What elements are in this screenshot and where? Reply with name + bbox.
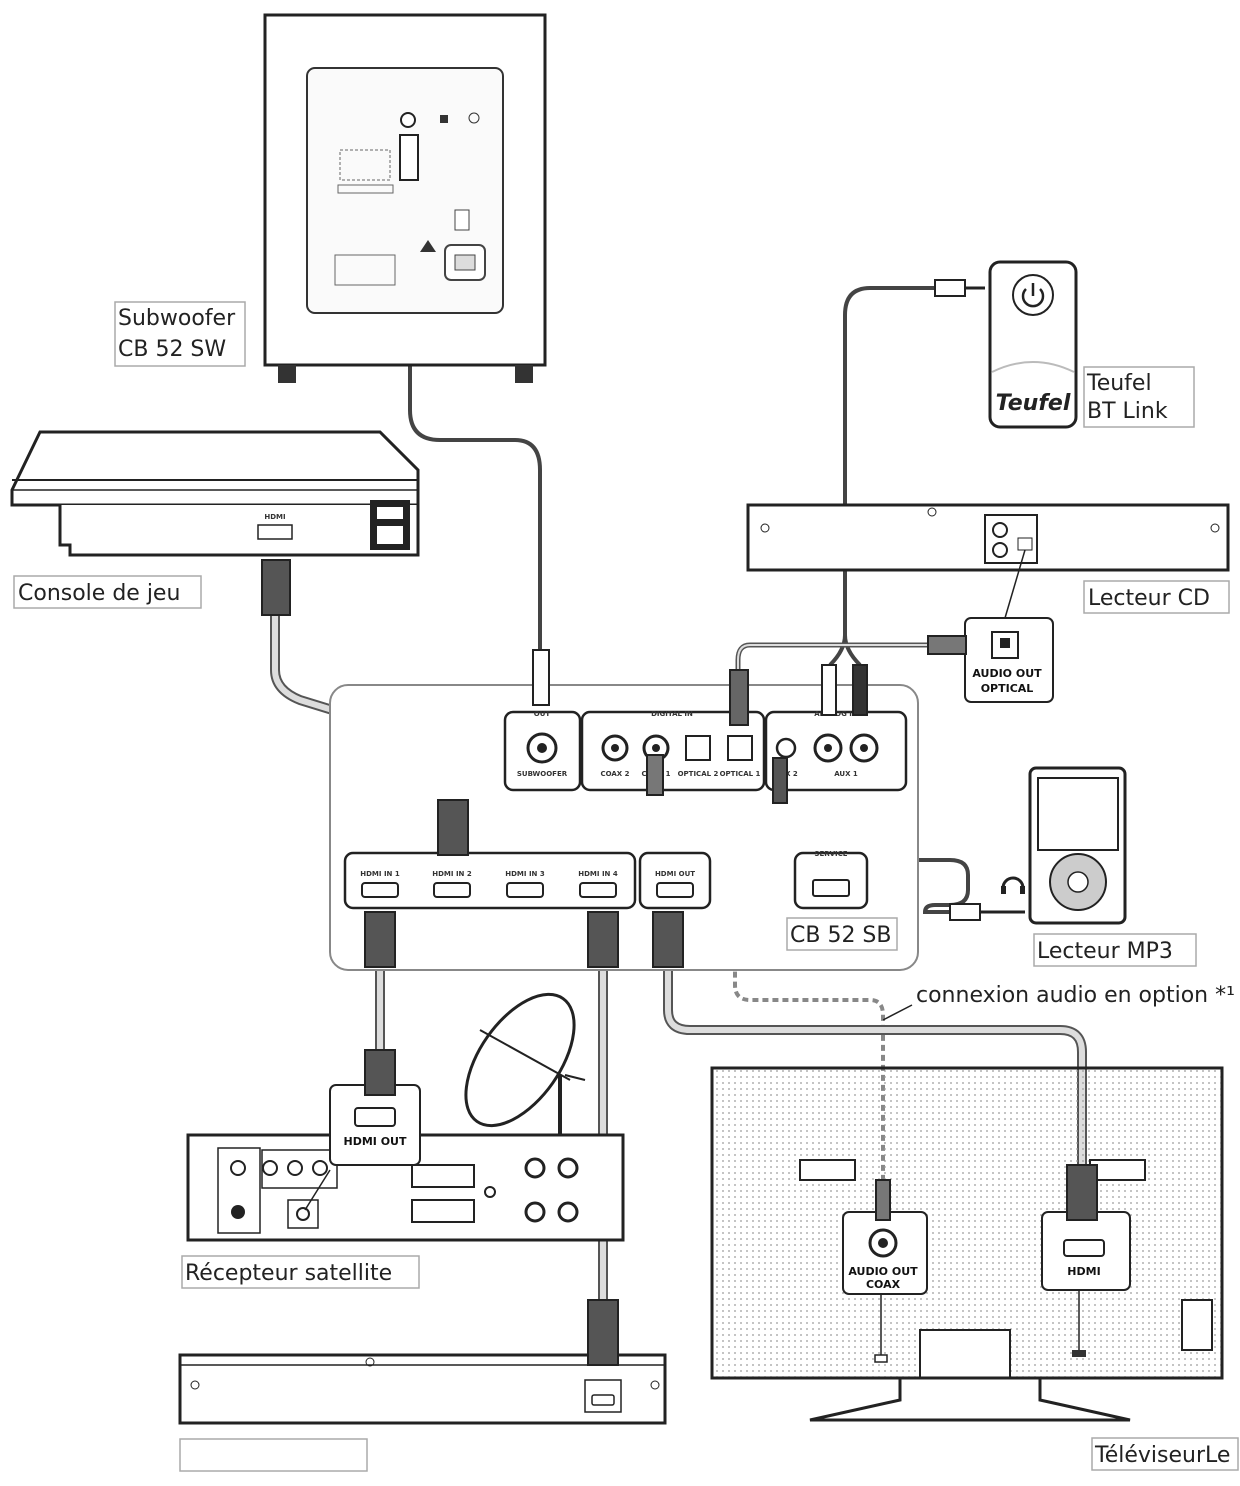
- mp3-jack-plug: [772, 757, 788, 804]
- port-aux1-label: AUX 1: [834, 770, 858, 778]
- tv-hdmi-plug: [1066, 1164, 1098, 1221]
- sat-hdmi-plug-panel: [364, 911, 396, 968]
- optical-callout-line1: AUDIO OUT: [972, 667, 1042, 680]
- port-hdmi-in-1: [361, 882, 399, 898]
- headphones-icon: [1001, 876, 1025, 894]
- tv-hdmi-callout: HDMI: [1041, 1164, 1131, 1291]
- satellite-label-text: Récepteur satellite: [185, 1261, 392, 1286]
- port-coax2-label: COAX 2: [600, 770, 629, 778]
- port-hdmi-in-2-label: HDMI IN 2: [432, 870, 472, 878]
- bluray-player: [178, 1299, 667, 1425]
- group-out-label: OUT: [534, 710, 551, 718]
- soundbar-label-text: CB 52 SB: [790, 923, 892, 948]
- subwoofer: [263, 13, 547, 383]
- soundbar-label: CB 52 SB: [786, 917, 898, 951]
- aux-plug-white: [821, 664, 837, 716]
- tv-hdmi-callout-text: HDMI: [1067, 1265, 1100, 1278]
- port-hdmi-in-3-label: HDMI IN 3: [505, 870, 545, 878]
- port-optical1: [727, 735, 753, 761]
- subwoofer-label-line1: Subwoofer: [118, 306, 236, 331]
- coax-plug: [646, 754, 664, 796]
- soundbar-panel: OUT SUBWOOFER DIGITAL IN COAX 2 COAX 1 O…: [329, 649, 919, 971]
- port-hdmi-in-2: [433, 882, 471, 898]
- bt-link-jack: [934, 279, 966, 297]
- optical-callout: AUDIO OUT OPTICAL: [927, 617, 1054, 703]
- mp3-label: Lecteur MP3: [1033, 933, 1197, 967]
- port-hdmi-in-4-label: HDMI IN 4: [578, 870, 618, 878]
- bt-link: Teufel: [934, 260, 1078, 429]
- television: [710, 1066, 1224, 1422]
- port-hdmi-in-4: [579, 882, 617, 898]
- optional-note: connexion audio en option *¹: [882, 983, 1235, 1021]
- subwoofer-plug: [532, 649, 550, 706]
- console-label-text: Console de jeu: [18, 581, 180, 606]
- optical-callout-line2: OPTICAL: [981, 682, 1034, 695]
- console-hdmi-plug: [261, 559, 291, 616]
- aux-plug-red: [852, 664, 868, 716]
- sat-hdmi-plug: [364, 1049, 396, 1096]
- sat-hdmi-callout-text: HDMI OUT: [344, 1135, 407, 1148]
- cd-player-label: Lecteur CD: [1083, 580, 1230, 614]
- tv-coax-callout-line1: AUDIO OUT: [848, 1265, 918, 1278]
- tv-label-text: TéléviseurLe: [1094, 1443, 1230, 1468]
- console-hdmi-port-label: HDMI: [264, 513, 285, 521]
- group-digital-in-label: DIGITAL IN: [651, 710, 693, 718]
- port-hdmi-out: [656, 882, 694, 898]
- port-optical2: [685, 735, 711, 761]
- port-optical2-label: OPTICAL 2: [678, 770, 719, 778]
- port-service: [812, 879, 850, 897]
- satellite-label: Récepteur satellite: [181, 1255, 420, 1289]
- tv-coax-callout: AUDIO OUT COAX: [842, 1179, 928, 1295]
- optical-plug-panel: [729, 669, 749, 726]
- bt-link-label: Teufel BT Link: [1083, 366, 1195, 428]
- mp3-label-text: Lecteur MP3: [1037, 939, 1173, 964]
- game-console: HDMI: [10, 430, 420, 616]
- tv-hdmi-plug-panel: [652, 911, 684, 968]
- group-service-label: SERVICE: [814, 850, 847, 858]
- bt-link-label-line2: BT Link: [1087, 399, 1168, 424]
- optical-cable-core: [737, 644, 930, 670]
- bluray-hdmi-plug-panel: [587, 911, 619, 968]
- bluray-label: [179, 1438, 368, 1472]
- power-icon: [1021, 283, 1045, 308]
- mp3-player: [949, 766, 1127, 925]
- subwoofer-label-line2: CB 52 SW: [118, 337, 226, 362]
- optional-note-text: connexion audio en option *¹: [916, 983, 1235, 1008]
- cables: [270, 185, 1087, 1300]
- port-hdmi-out-label: HDMI OUT: [655, 870, 695, 878]
- sat-hdmi-callout: HDMI OUT: [329, 1049, 421, 1166]
- tv-hdmi-cable-core: [665, 965, 1085, 1170]
- bt-link-brand: Teufel: [996, 391, 1071, 416]
- port-hdmi-in-3: [506, 882, 544, 898]
- console-hdmi-plug-panel: [437, 799, 469, 856]
- port-optical1-label: OPTICAL 1: [720, 770, 761, 778]
- bt-link-cable: [828, 286, 935, 667]
- console-label: Console de jeu: [13, 575, 202, 609]
- port-aux2: [775, 737, 797, 759]
- hdmi-in-ports: HDMI IN 1 HDMI IN 2 HDMI IN 3 HDMI IN 4: [360, 870, 618, 898]
- tv-label: TéléviseurLe: [1091, 1437, 1239, 1471]
- bluray-hdmi-plug: [587, 1299, 619, 1366]
- port-hdmi-in-1-label: HDMI IN 1: [360, 870, 400, 878]
- port-subwoofer-label: SUBWOOFER: [517, 770, 568, 778]
- tv-coax-callout-line2: COAX: [866, 1278, 901, 1291]
- cd-player-label-text: Lecteur CD: [1088, 586, 1210, 611]
- subwoofer-label: Subwoofer CB 52 SW: [114, 301, 246, 367]
- cd-player: [746, 503, 1230, 619]
- optical-plug: [927, 635, 967, 655]
- subwoofer-cable: [408, 185, 542, 650]
- bt-link-label-line1: Teufel: [1086, 371, 1152, 396]
- tv-coax-plug: [875, 1179, 891, 1221]
